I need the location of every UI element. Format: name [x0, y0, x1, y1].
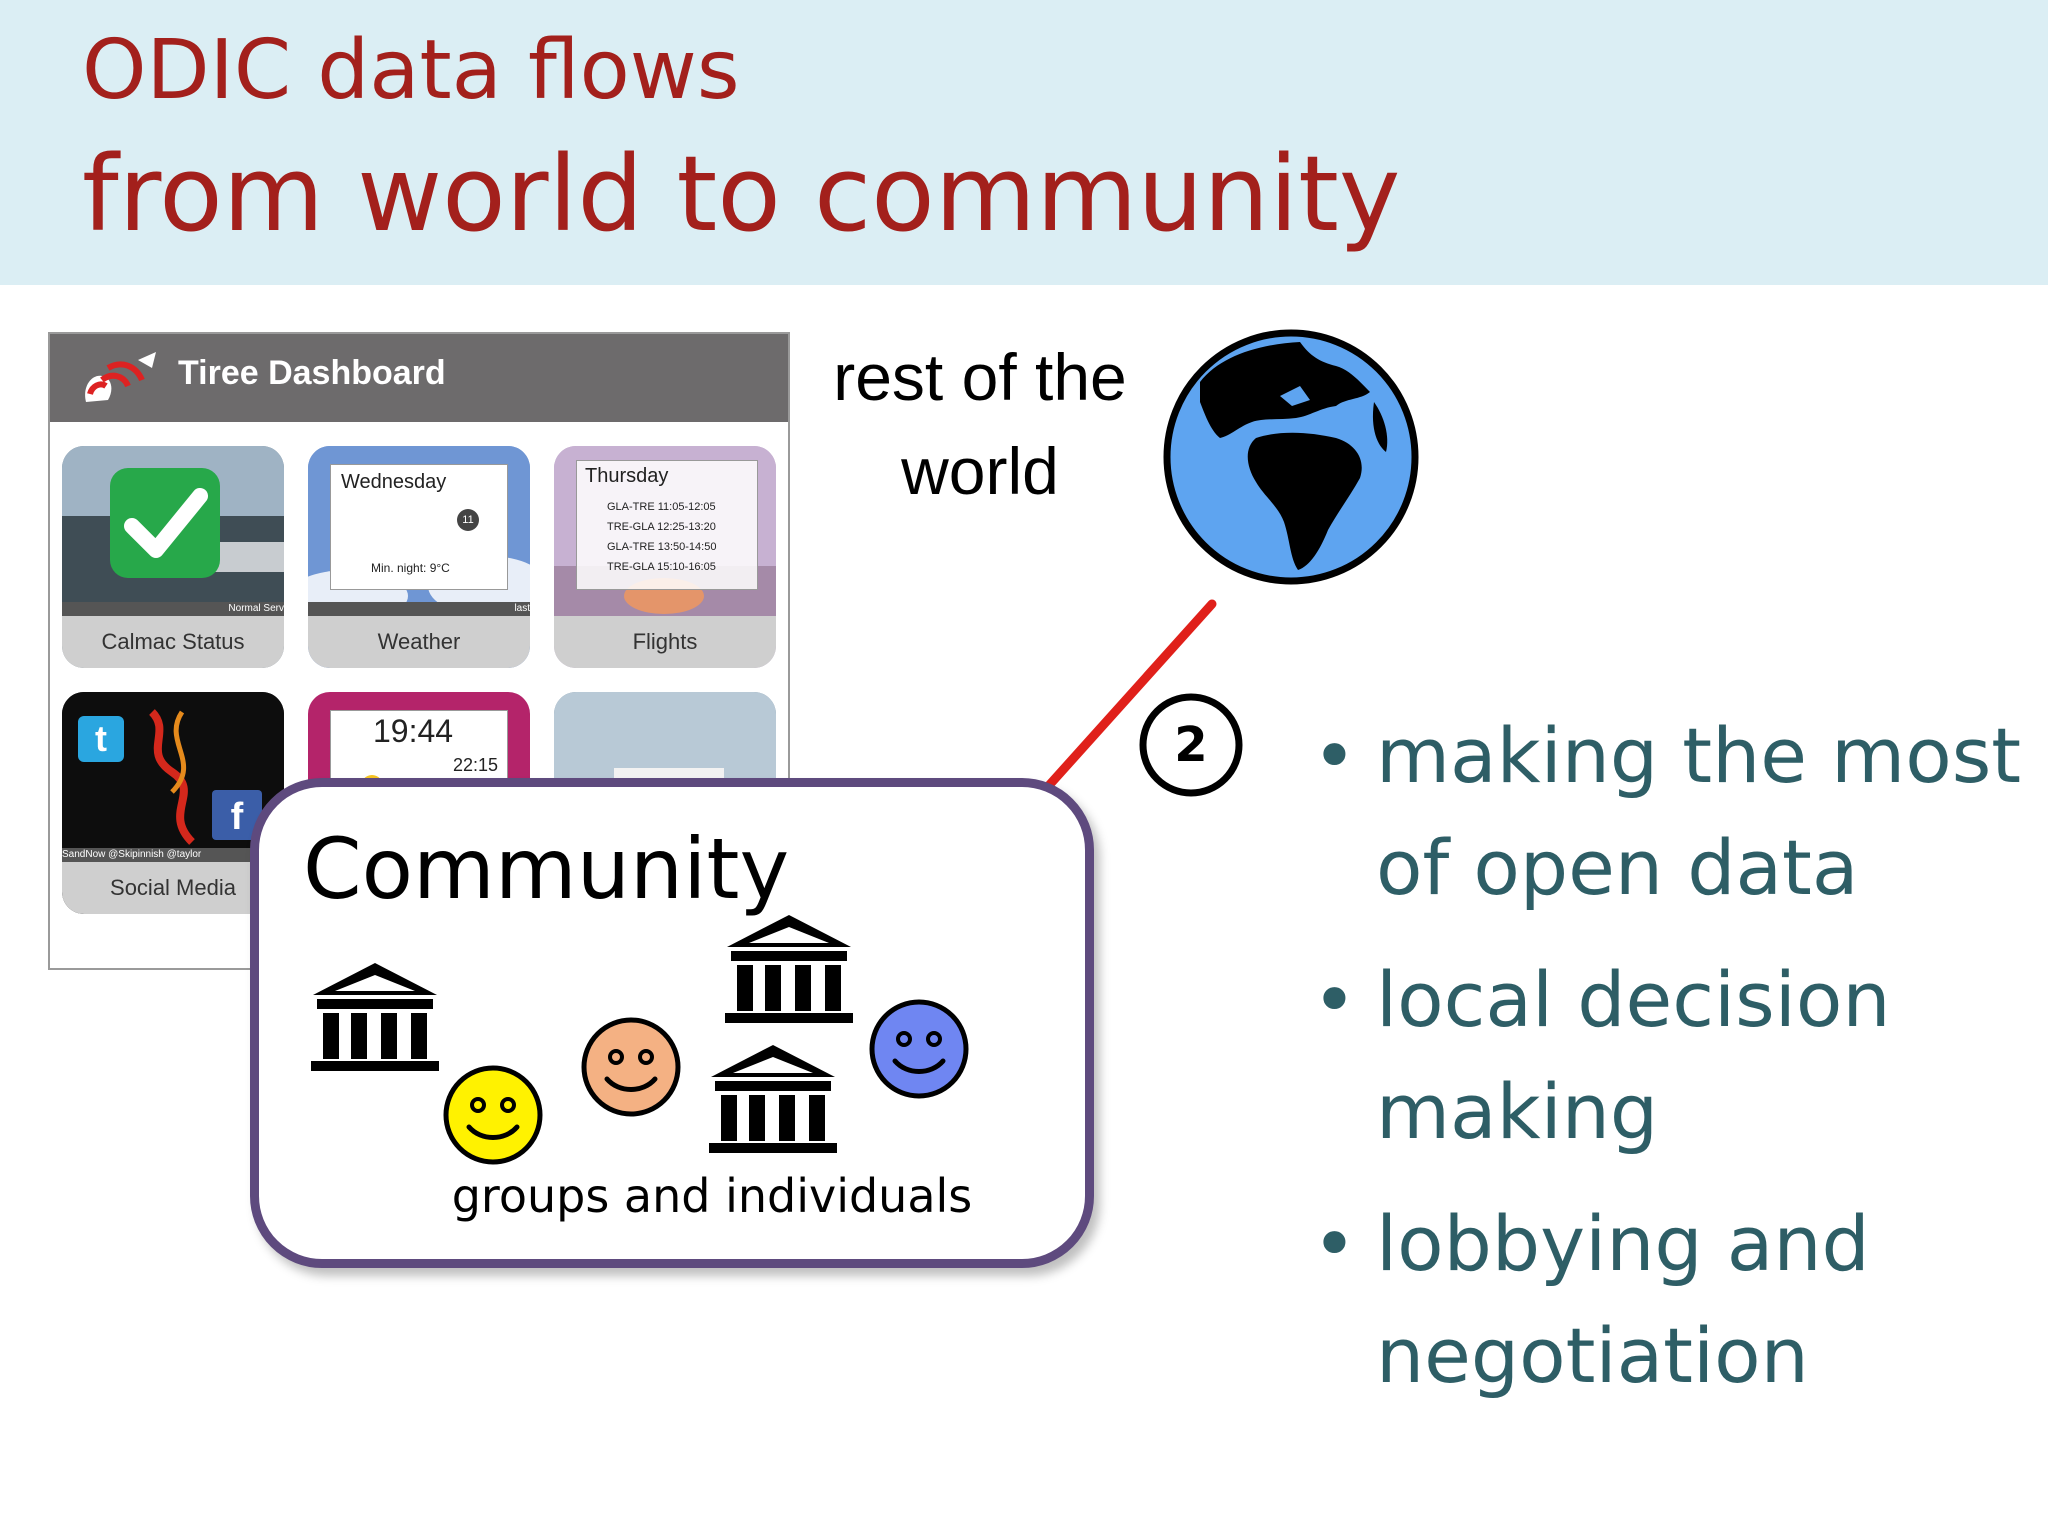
title-banner: ODIC data flows from world to community — [0, 0, 2048, 285]
time-small: 22:15 — [453, 755, 499, 775]
community-title: Community — [303, 820, 790, 918]
bullet-dot: • — [1312, 1199, 1357, 1288]
weather-badge: 11 — [457, 509, 479, 531]
bullet-list: • making the most of open data • local d… — [1312, 700, 2032, 1432]
tile-caption-social: Social Media — [62, 862, 284, 914]
bullet-item: • lobbying and negotiation — [1312, 1188, 2032, 1412]
social-strip: SandNow @Skipinnish @taylor — [62, 848, 284, 862]
bullet-item: • local decision making — [1312, 944, 2032, 1168]
slide-subtitle: from world to community — [82, 133, 1401, 255]
bullet-dot: • — [1312, 955, 1357, 1044]
dashboard-header-bar: Tiree Dashboard — [50, 334, 788, 422]
community-subtitle: groups and individuals — [451, 1169, 973, 1223]
smiley-orange-icon — [581, 1017, 681, 1117]
flight-row: GLA-TRE 11:05-12:05 — [607, 501, 716, 513]
step-number: 2 — [1174, 717, 1208, 773]
bullet-line: of open data — [1376, 823, 1859, 912]
flight-row: TRE-GLA 12:25-13:20 — [607, 521, 716, 533]
tile-weather: Wednesday 11 Min. night: 9°C last Weathe… — [308, 446, 530, 668]
globe-icon — [1163, 329, 1419, 585]
wifi-logo-icon — [85, 352, 156, 402]
weather-day: Wednesday — [341, 471, 447, 493]
bullet-line: lobbying and — [1376, 1199, 1870, 1288]
tile-caption-weather: Weather — [308, 616, 530, 668]
bullet-line: local decision — [1376, 955, 1891, 1044]
weather-detail: Min. night: 9°C — [371, 561, 450, 575]
smiley-blue-icon — [869, 999, 969, 1099]
time-big: 19:44 — [373, 713, 454, 749]
bullet-item: • making the most of open data — [1312, 700, 2032, 924]
tile-caption-calmac: Calmac Status — [62, 616, 284, 668]
institution-icon — [725, 915, 853, 1023]
institution-icon — [709, 1045, 837, 1153]
smiley-yellow-icon — [443, 1065, 543, 1165]
bullet-line: negotiation — [1376, 1311, 1809, 1400]
community-box: Community — [250, 778, 1094, 1268]
twitter-icon: t — [78, 716, 124, 762]
bullet-line: making — [1376, 1067, 1659, 1156]
slide-title: ODIC data flows — [82, 23, 740, 118]
bullet-dot: • — [1312, 711, 1357, 800]
tile-flights: Thursday GLA-TRE 11:05-12:05 TRE-GLA 12:… — [554, 446, 776, 668]
institution-icon — [311, 963, 439, 1071]
bullet-line: making the most — [1376, 711, 2022, 800]
flight-row: TRE-GLA 15:10-16:05 — [607, 561, 716, 573]
tile-calmac-status: Normal Serv Calmac Status — [62, 446, 284, 668]
calmac-strip: Normal Serv — [62, 602, 284, 616]
tile-social-media: t f SandNow @Skipinnish @taylor Social M… — [62, 692, 284, 914]
weather-strip: last — [308, 602, 530, 616]
flights-card: Thursday GLA-TRE 11:05-12:05 TRE-GLA 12:… — [576, 460, 758, 590]
flights-day: Thursday — [585, 465, 669, 487]
check-icon — [110, 468, 220, 578]
dashboard-title: Tiree Dashboard — [178, 354, 446, 392]
flight-row: GLA-TRE 13:50-14:50 — [607, 541, 717, 553]
weather-card: Wednesday 11 Min. night: 9°C — [330, 464, 508, 590]
step-number-badge: 2 — [1136, 690, 1246, 800]
world-label: rest of the world — [833, 340, 1127, 508]
tile-caption-flights: Flights — [554, 616, 776, 668]
